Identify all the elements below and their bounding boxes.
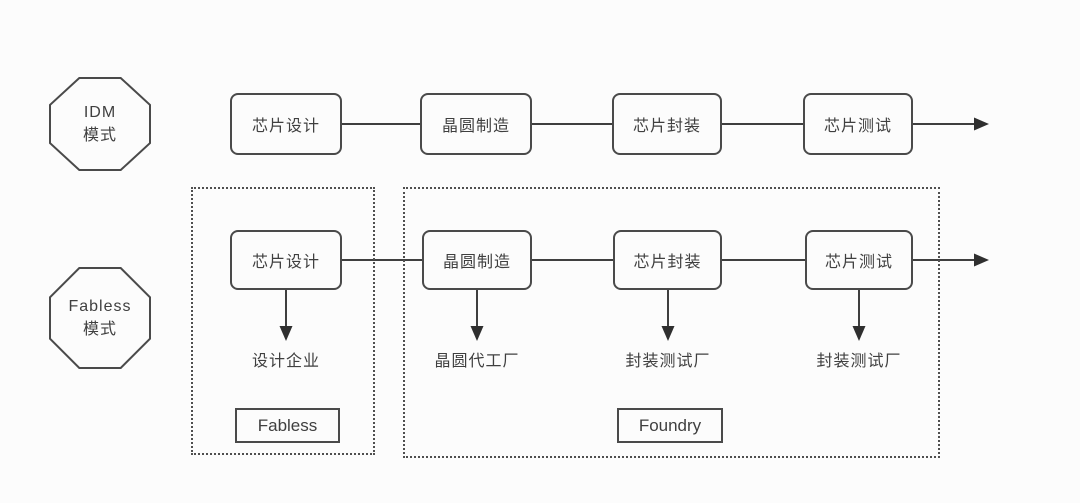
actor-wafer-foundry: 晶圆代工厂 — [434, 353, 520, 370]
actor-packaging-testing-plant-1: 封装测试厂 — [625, 353, 711, 370]
fabless-exit-arrow-icon — [974, 253, 989, 267]
idm-mode-line2: 模式 — [82, 127, 117, 144]
actor-design-company: 设计企业 — [251, 353, 320, 370]
idm-mode-line1: IDM — [83, 104, 117, 121]
fabless-step-wafer-fab: 晶圆制造 — [422, 230, 532, 290]
idm-mode-label: IDM 模式 — [50, 101, 150, 147]
fabless-region-tag: Fabless — [235, 408, 340, 443]
idm-step-chip-packaging: 芯片封装 — [612, 93, 722, 155]
idm-step-chip-testing: 芯片测试 — [803, 93, 913, 155]
fabless-mode-line2: 模式 — [82, 321, 117, 338]
foundry-region — [403, 187, 940, 458]
idm-step-chip-design: 芯片设计 — [230, 93, 342, 155]
idm-exit-arrow-icon — [974, 117, 989, 131]
fabless-mode-line1: Fabless — [68, 298, 132, 315]
actor-packaging-testing-plant-2: 封装测试厂 — [816, 353, 902, 370]
foundry-region-tag: Foundry — [617, 408, 723, 443]
fabless-step-chip-design: 芯片设计 — [230, 230, 342, 290]
fabless-design-region — [191, 187, 375, 455]
fabless-step-chip-testing: 芯片测试 — [805, 230, 913, 290]
fabless-step-chip-packaging: 芯片封装 — [613, 230, 722, 290]
fabless-mode-label: Fabless 模式 — [50, 295, 150, 341]
idm-step-wafer-fab: 晶圆制造 — [420, 93, 532, 155]
